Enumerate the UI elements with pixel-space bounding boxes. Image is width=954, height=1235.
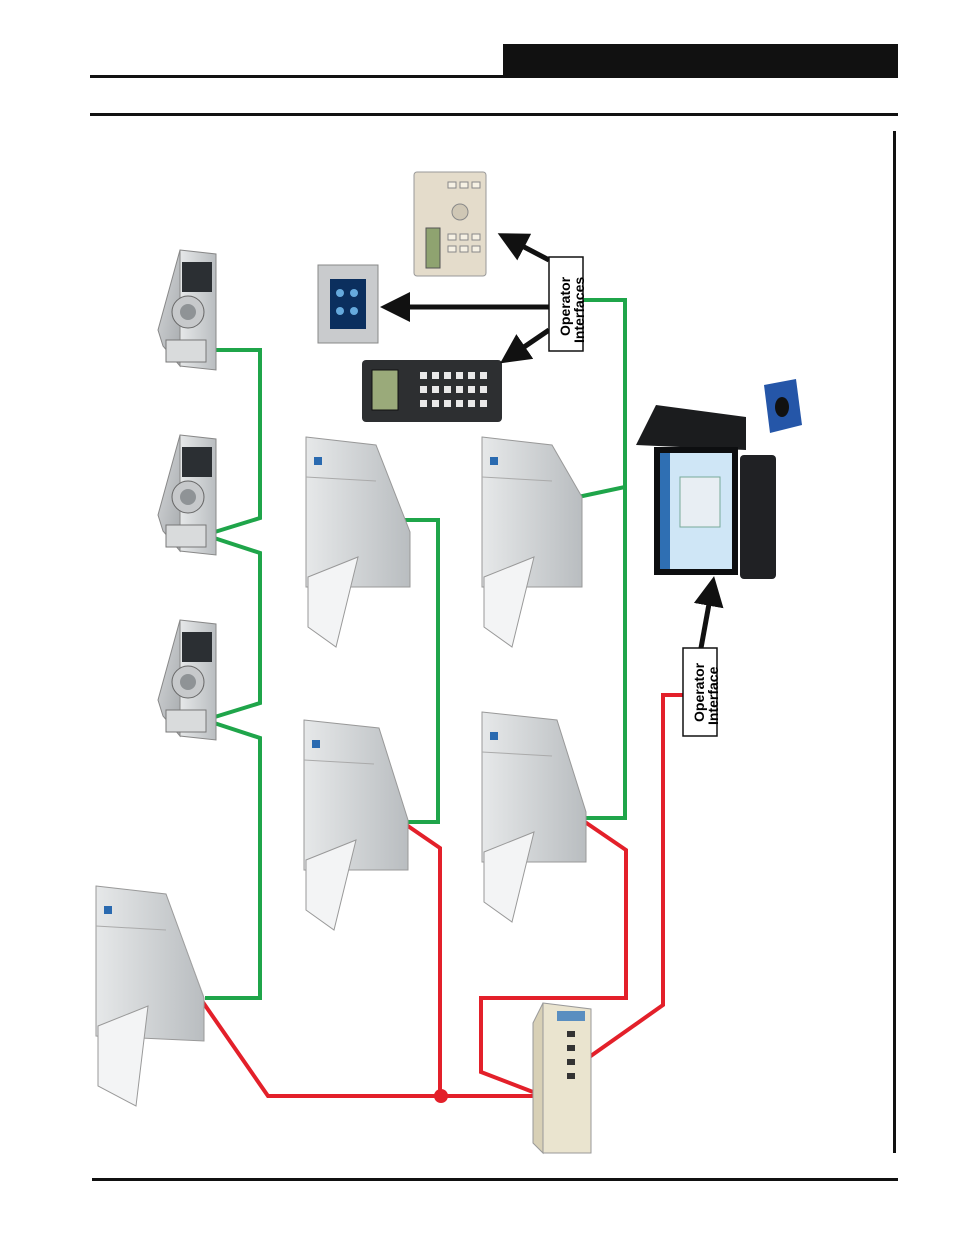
red-wiring — [200, 695, 683, 1096]
rooftop-unit-5 — [482, 712, 586, 922]
air-terminal-unit-3 — [158, 620, 216, 740]
communication-loop-controller — [533, 1003, 591, 1153]
header-rule-2 — [90, 113, 898, 116]
operator-interfaces-line2: Interfaces — [571, 277, 587, 343]
operator-interface-line2: Interface — [705, 666, 721, 725]
operator-interfaces-callout: Operator Interfaces — [549, 257, 587, 351]
rooftop-unit-4 — [304, 720, 408, 930]
header-black-bar — [503, 44, 898, 78]
rooftop-unit-3 — [482, 437, 582, 647]
rooftop-unit-2 — [306, 437, 410, 647]
red-junction-dot — [434, 1089, 448, 1103]
right-margin-rule — [893, 131, 896, 1153]
computer-workstation — [636, 379, 802, 579]
header-thin-rule — [90, 75, 503, 78]
touchscreen-panel — [318, 265, 378, 343]
air-terminal-unit-2 — [158, 435, 216, 555]
system-manager-keypad — [414, 172, 486, 276]
rooftop-unit-1 — [96, 886, 204, 1106]
air-terminal-unit-1 — [158, 250, 216, 370]
footer-rule — [92, 1178, 898, 1181]
operator-interface-callout: Operator Interface — [683, 648, 721, 736]
handheld-modular-service-tool — [362, 360, 502, 422]
